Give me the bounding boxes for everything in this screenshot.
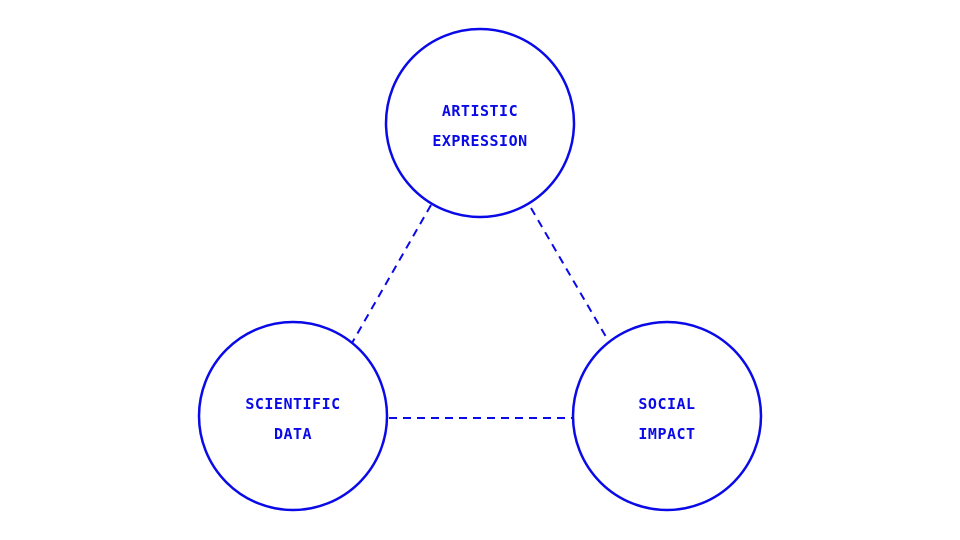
node-label-line2: IMPACT [638,425,695,443]
node-social-impact: SOCIAL IMPACT [571,320,763,512]
node-circle [384,27,576,219]
node-label-line2: DATA [274,425,312,443]
edge-artistic-scientific [351,204,432,344]
node-label-line1: SCIENTIFIC [245,395,340,413]
edge-artistic-social [530,207,610,343]
node-label-line2: EXPRESSION [432,132,527,150]
node-label-line1: ARTISTIC [442,102,518,120]
node-artistic-expression: ARTISTIC EXPRESSION [384,27,576,219]
node-circle [197,320,389,512]
node-label-line1: SOCIAL [638,395,695,413]
node-circle [571,320,763,512]
node-scientific-data: SCIENTIFIC DATA [197,320,389,512]
